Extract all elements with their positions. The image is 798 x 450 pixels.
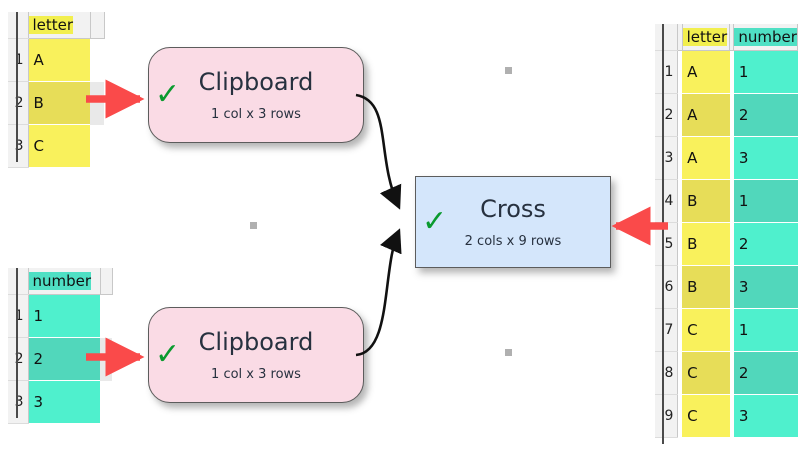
corner-header [655,24,679,51]
row-spacer [100,381,112,424]
table-cell[interactable]: C [682,308,730,352]
input-table-number[interactable]: number 1 1 2 2 3 3 [8,268,120,424]
table-cell[interactable]: 3 [28,380,100,424]
table-cell[interactable]: A [682,93,730,137]
table-cell[interactable]: 1 [733,50,798,94]
column-header-letter-label: letter [28,16,74,34]
row-number[interactable]: 2 [655,93,679,137]
node-title: Clipboard [198,327,314,356]
pane-edge-left [662,24,664,444]
table-cell[interactable]: C [28,124,90,168]
row-spacer [90,81,104,125]
table-cell[interactable]: B [682,222,730,266]
column-header-number-label: number [28,272,92,290]
row-spacer [90,125,104,168]
grid-dot-1 [250,222,257,229]
row-number[interactable]: 3 [8,380,29,424]
table-cell[interactable]: A [682,136,730,180]
node-subtitle: 1 col x 3 rows [211,366,301,382]
table-cell[interactable]: 1 [733,179,798,223]
header-gap [729,24,735,51]
column-header-letter-label: letter [682,28,728,46]
table-cell[interactable]: 3 [733,265,798,309]
row-number[interactable]: 3 [655,136,679,180]
column-header-number-label: number [734,28,797,46]
column-header-letter[interactable]: letter [682,24,731,51]
table-cell[interactable]: 2 [733,222,798,266]
table-cell[interactable]: A [682,50,730,94]
table-cell[interactable]: 2 [733,93,798,137]
header-gap [677,24,683,51]
row-number[interactable]: 9 [655,394,679,438]
corner-header [8,12,29,39]
grid-dot-2 [505,67,512,74]
table-cell[interactable]: 1 [733,308,798,352]
row-number[interactable]: 5 [655,222,679,266]
row-number[interactable]: 7 [655,308,679,352]
grid-dot-3 [505,349,512,356]
row-spacer [90,39,104,82]
table-cell[interactable]: 1 [28,294,100,338]
check-icon: ✓ [155,77,181,112]
pane-edge-left [16,268,18,418]
table-cell[interactable]: 2 [28,337,100,381]
node-subtitle: 2 cols x 9 rows [464,233,562,249]
row-number[interactable]: 2 [8,337,29,381]
row-number[interactable]: 8 [655,351,679,395]
column-header-number[interactable]: number [28,268,101,295]
node-title: Cross [480,194,546,223]
row-number[interactable]: 1 [8,38,29,82]
input-table-letter[interactable]: letter 1 A 2 B 3 C [8,12,112,168]
table-cell[interactable]: B [28,81,90,125]
row-number[interactable]: 6 [655,265,679,309]
row-number[interactable]: 3 [8,124,29,168]
row-number[interactable]: 4 [655,179,679,223]
node-cross[interactable]: ✓ Cross 2 cols x 9 rows [415,176,611,268]
table-cell[interactable]: 3 [733,394,798,438]
row-number[interactable]: 1 [655,50,679,94]
node-subtitle: 1 col x 3 rows [211,106,301,122]
check-icon: ✓ [422,204,448,239]
node-title: Clipboard [198,67,314,96]
column-header-number[interactable]: number [733,24,798,51]
check-icon: ✓ [155,337,181,372]
column-header-spacer [100,268,113,295]
table-cell[interactable]: A [28,38,90,82]
table-cell[interactable]: B [682,265,730,309]
row-number[interactable]: 2 [8,81,29,125]
row-spacer [100,295,112,338]
row-number[interactable]: 1 [8,294,29,338]
table-cell[interactable]: 2 [733,351,798,395]
node-clipboard-bottom[interactable]: ✓ Clipboard 1 col x 3 rows [148,307,364,403]
pane-edge-left [16,12,18,162]
table-cell[interactable]: 3 [733,136,798,180]
node-clipboard-top[interactable]: ✓ Clipboard 1 col x 3 rows [148,47,364,143]
corner-header [8,268,29,295]
table-cell[interactable]: C [682,394,730,438]
column-header-spacer [90,12,105,39]
row-spacer [100,337,112,381]
column-header-letter[interactable]: letter [28,12,91,39]
table-cell[interactable]: C [682,351,730,395]
table-cell[interactable]: B [682,179,730,223]
